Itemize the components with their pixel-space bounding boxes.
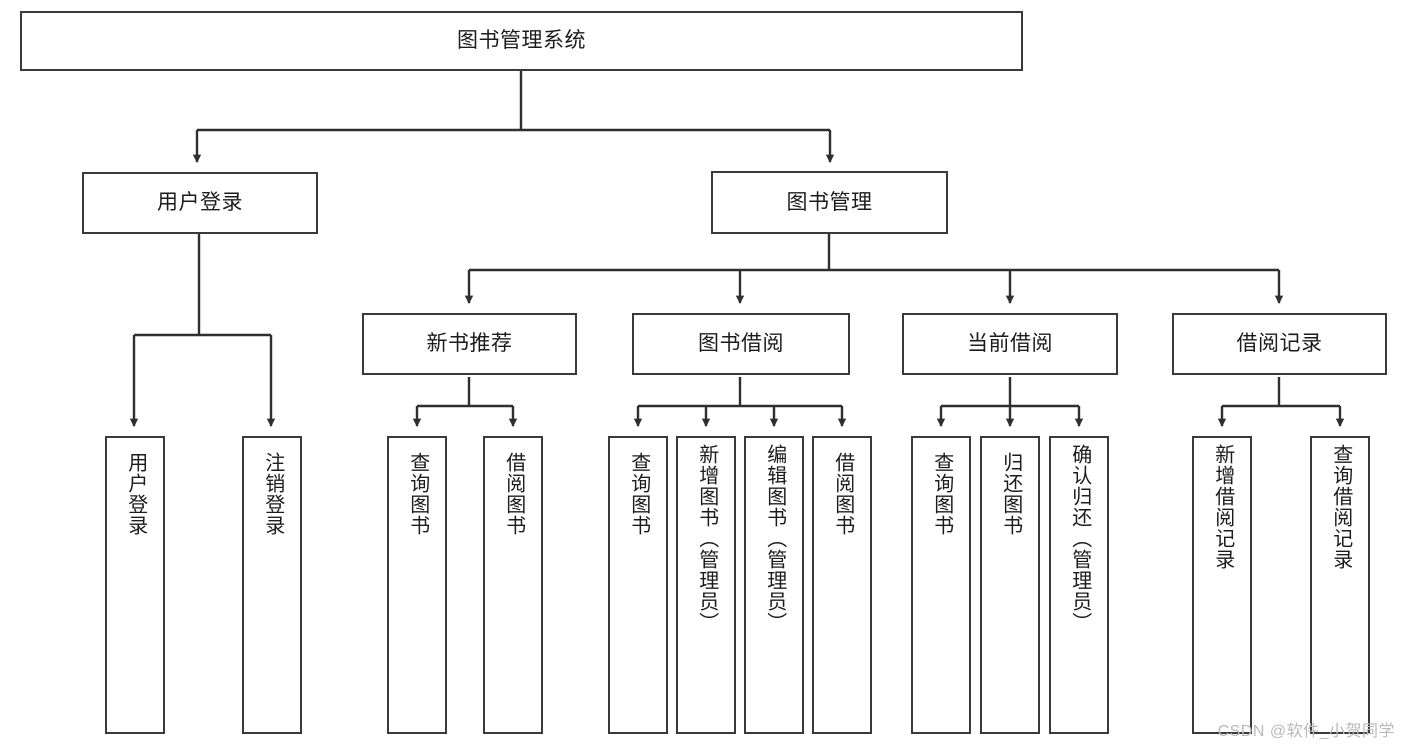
node-label: 借阅记录 <box>1236 332 1323 356</box>
node-label: 图书管理 <box>786 190 873 214</box>
leaf-book-borrow-edit-book-admin[interactable]: 编辑图书（管理员） <box>744 436 804 734</box>
node-label: 新书推荐 <box>426 332 513 356</box>
node-label: 确认归还（管理员） <box>1068 444 1091 633</box>
node-label: 查询图书 <box>627 452 650 536</box>
node-borrow-record[interactable]: 借阅记录 <box>1172 313 1387 375</box>
node-label: 归还图书 <box>999 452 1022 536</box>
node-label: 新增图书（管理员） <box>695 444 718 633</box>
node-label: 借阅图书 <box>502 452 525 536</box>
node-label: 用户登录 <box>157 191 243 215</box>
leaf-book-borrow-query-book[interactable]: 查询图书 <box>608 436 668 734</box>
leaf-new-book-borrow-book[interactable]: 借阅图书 <box>483 436 543 734</box>
node-label: 查询借阅记录 <box>1329 444 1352 570</box>
leaf-current-borrow-confirm-return-admin[interactable]: 确认归还（管理员） <box>1049 436 1109 734</box>
node-label: 查询图书 <box>930 452 953 536</box>
node-label: 注销登录 <box>261 452 284 536</box>
node-book-borrow[interactable]: 图书借阅 <box>632 313 850 375</box>
node-root-book-management-system[interactable]: 图书管理系统 <box>20 11 1023 71</box>
node-user-login[interactable]: 用户登录 <box>82 172 318 234</box>
leaf-borrow-record-add-record[interactable]: 新增借阅记录 <box>1192 436 1252 734</box>
node-new-book-recommend[interactable]: 新书推荐 <box>362 313 577 375</box>
node-label: 图书管理系统 <box>457 29 586 53</box>
node-label: 编辑图书（管理员） <box>763 444 786 633</box>
leaf-current-borrow-return-book[interactable]: 归还图书 <box>980 436 1040 734</box>
leaf-book-borrow-add-book-admin[interactable]: 新增图书（管理员） <box>676 436 736 734</box>
node-label: 用户登录 <box>124 452 147 536</box>
leaf-user-login-login[interactable]: 用户登录 <box>105 436 165 734</box>
leaf-current-borrow-query-book[interactable]: 查询图书 <box>911 436 971 734</box>
node-label: 借阅图书 <box>831 452 854 536</box>
leaf-new-book-query-book[interactable]: 查询图书 <box>387 436 447 734</box>
node-current-borrow[interactable]: 当前借阅 <box>902 313 1118 375</box>
node-label: 图书借阅 <box>698 332 784 356</box>
watermark-text: CSDN @软件_小贺同学 <box>1217 723 1395 740</box>
node-book-management[interactable]: 图书管理 <box>711 171 948 234</box>
leaf-book-borrow-borrow-book[interactable]: 借阅图书 <box>812 436 872 734</box>
node-label: 当前借阅 <box>967 332 1053 356</box>
leaf-borrow-record-query-record[interactable]: 查询借阅记录 <box>1310 436 1370 734</box>
leaf-user-login-logout[interactable]: 注销登录 <box>242 436 302 734</box>
node-label: 查询图书 <box>406 452 429 536</box>
node-label: 新增借阅记录 <box>1211 444 1234 570</box>
